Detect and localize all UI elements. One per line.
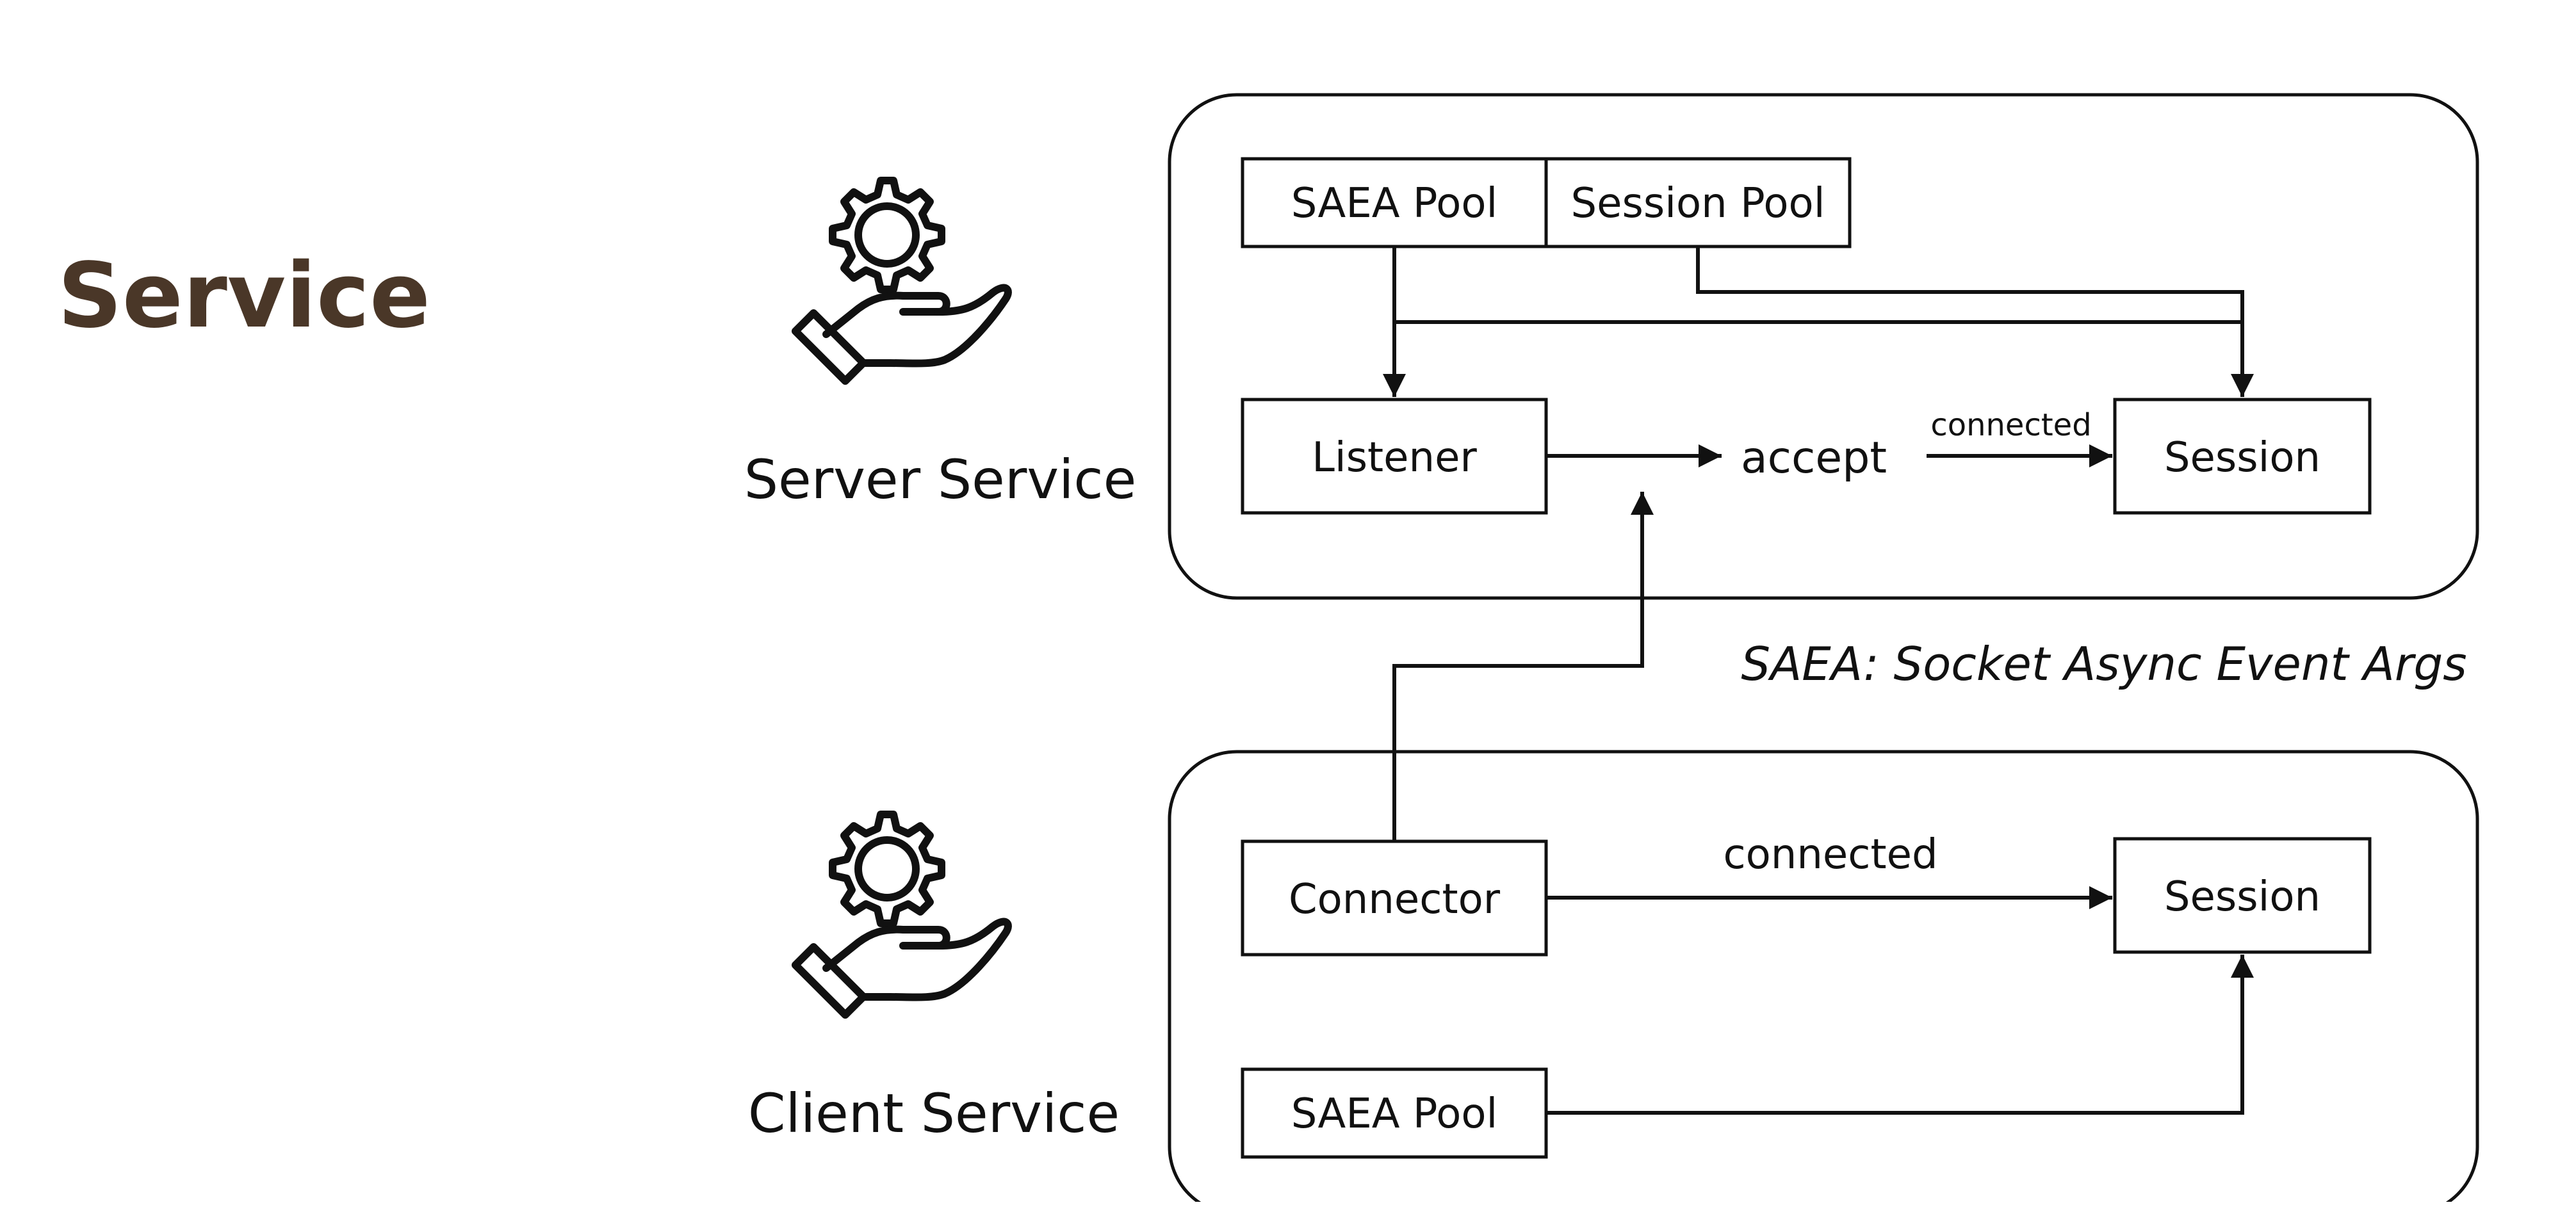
server-saea-pool-label: SAEA Pool [1291,180,1498,227]
server-session-label: Session [2164,434,2320,481]
connector-label: Connector [1289,876,1501,923]
listener-label: Listener [1312,434,1477,481]
server-connected-label: connected [1930,407,2091,443]
connector-to-accept-line [1392,492,1654,841]
client-service-label: Client Service [748,1082,1120,1145]
sessionpool-to-session-line [1696,247,2244,322]
client-session-label: Session [2164,873,2320,921]
saea-to-client-session-line [1546,955,2254,1115]
client-session-box [2113,837,2372,954]
client-gear-hand-icon [795,814,1008,1015]
client-saea-pool-label: SAEA Pool [1291,1090,1498,1138]
server-session-box [2113,398,2372,515]
client-connectors [1546,886,2254,1115]
client-container [1168,750,2479,1205]
saea-note: SAEA: Socket Async Event Args [1741,637,2466,691]
saea-to-session-line [1394,320,2254,397]
client-connected-label: connected [1723,831,1937,878]
server-container [1168,93,2479,600]
server-service-label: Server Service [744,448,1137,511]
server-gear-hand-icon [795,181,1008,381]
page-title: Service [58,244,430,348]
accept-label: accept [1741,433,1887,483]
server-connectors [1383,247,2254,841]
server-session-pool-label: Session Pool [1571,180,1825,227]
